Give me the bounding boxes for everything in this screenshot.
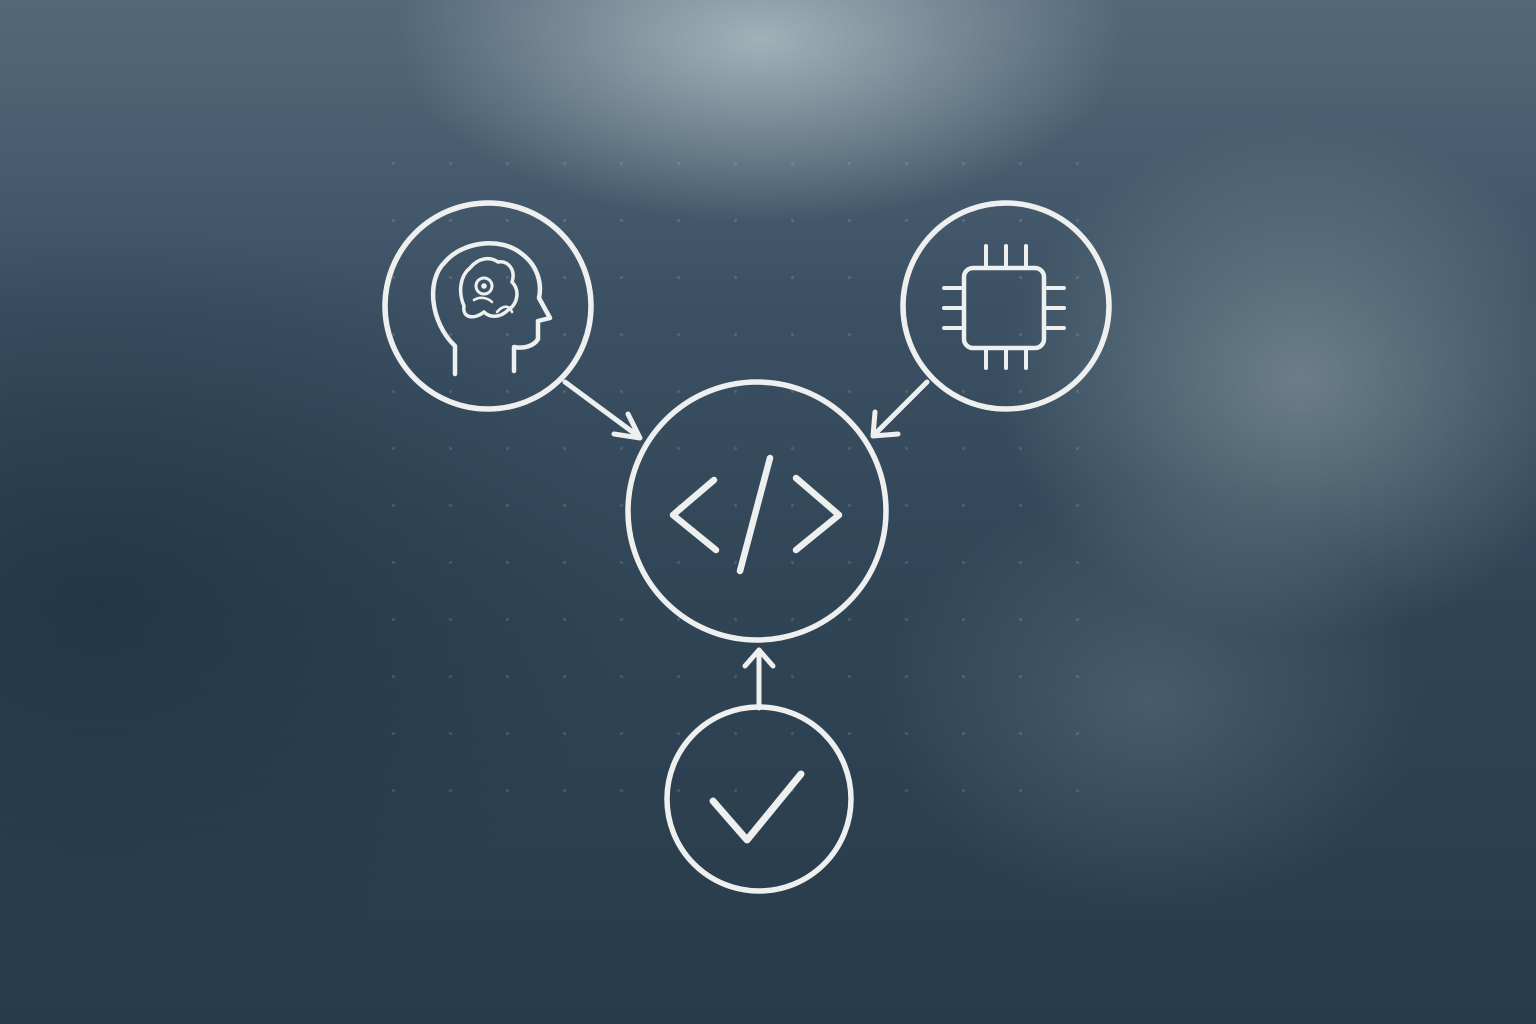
connector-chip-to-code <box>870 379 930 439</box>
human-head-icon <box>430 241 553 377</box>
check-node <box>664 704 854 894</box>
connector-check-to-code <box>742 647 776 711</box>
code-brackets-icon <box>669 454 843 575</box>
code-node <box>625 379 889 643</box>
checkmark-icon <box>709 770 805 844</box>
connector-human-to-code <box>562 379 643 441</box>
human-node <box>382 200 594 412</box>
chip-node <box>900 200 1112 412</box>
processor-chip-icon <box>942 244 1066 370</box>
